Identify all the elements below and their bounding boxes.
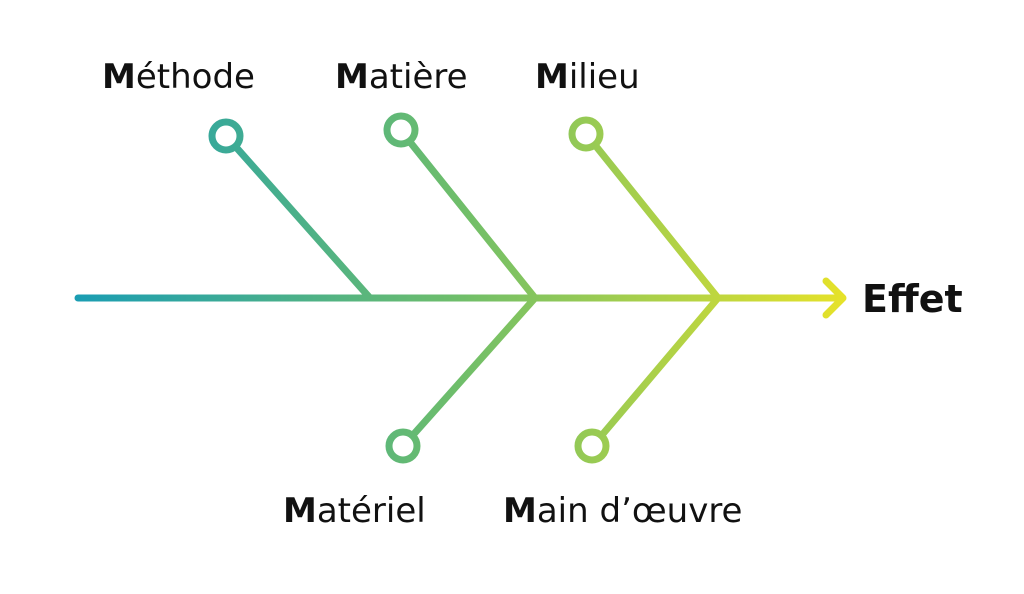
cause-label-milieu: Milieu bbox=[535, 57, 640, 97]
cause-label-materiel: Matériel bbox=[283, 491, 426, 531]
cause-initial: M bbox=[335, 57, 369, 97]
bone-milieu bbox=[591, 141, 722, 302]
cause-text: ain d’œuvre bbox=[537, 491, 743, 531]
cause-label-main-doeuvre: Main d’œuvre bbox=[503, 491, 742, 531]
bone-methode bbox=[231, 142, 374, 302]
cause-label-matiere: Matière bbox=[335, 57, 468, 97]
cause-initial: M bbox=[283, 491, 317, 531]
cause-initial: M bbox=[535, 57, 569, 97]
node-circle-methode bbox=[208, 118, 244, 154]
cause-initial: M bbox=[102, 57, 136, 97]
cause-initial: M bbox=[503, 491, 537, 531]
bone-matiere bbox=[406, 138, 539, 302]
node-circle-materiel bbox=[385, 428, 421, 464]
cause-text: ilieu bbox=[569, 57, 640, 97]
cause-text: atériel bbox=[317, 491, 426, 531]
effect-label: Effet bbox=[862, 277, 963, 321]
bone-materiel bbox=[409, 294, 539, 439]
cause-text: éthode bbox=[136, 57, 255, 97]
node-circle-milieu bbox=[568, 116, 604, 152]
cause-label-methode: Méthode bbox=[102, 57, 255, 97]
cause-text: atière bbox=[369, 57, 468, 97]
node-circle-main-doeuvre bbox=[574, 428, 610, 464]
effect-arrowhead bbox=[822, 277, 847, 319]
node-circle-matiere bbox=[383, 112, 419, 148]
bone-main-doeuvre bbox=[598, 294, 722, 439]
